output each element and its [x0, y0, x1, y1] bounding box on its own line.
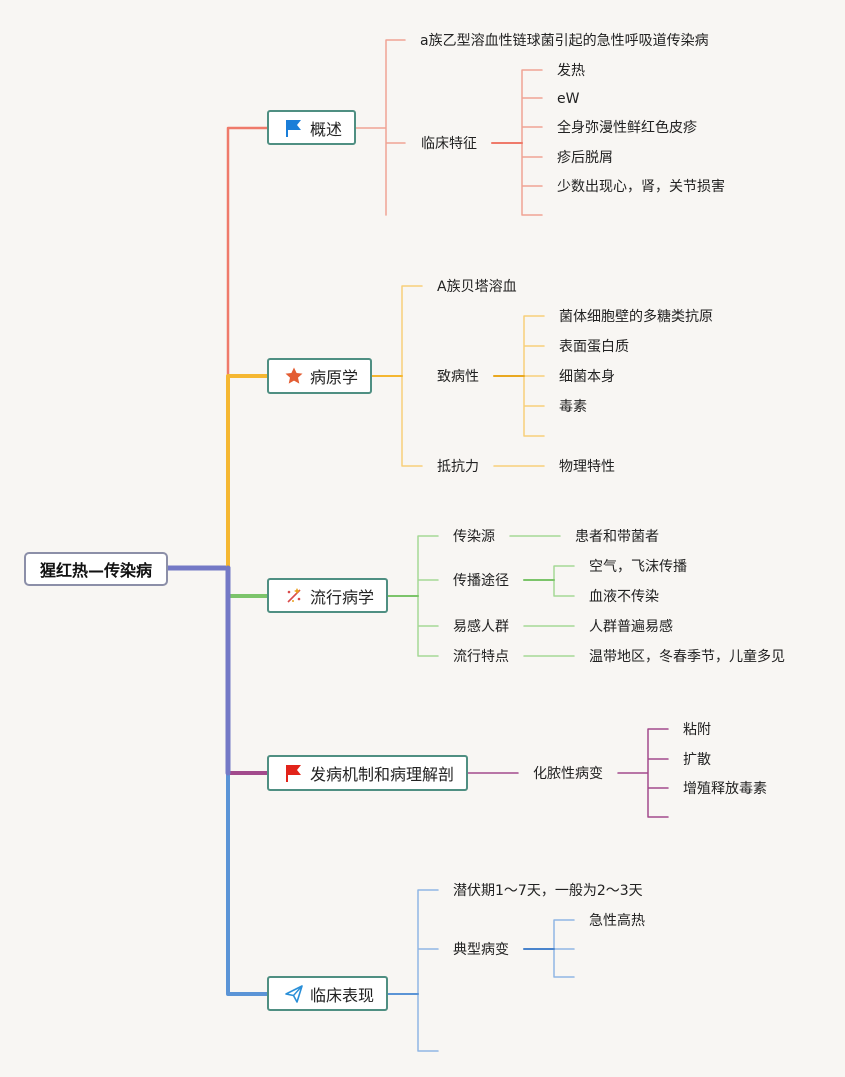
mechanism-lesion-item: 扩散: [683, 752, 711, 768]
clinical-typical-label: 典型病变: [453, 942, 509, 958]
branch-pathogen-label: 病原学: [310, 368, 359, 387]
pathogen-virulence-item: 毒素: [559, 399, 587, 415]
mechanism-lesion-lines: [617, 728, 669, 818]
sparkle-icon: [284, 586, 304, 606]
pathogen-species: A族贝塔溶血: [437, 279, 517, 295]
paper-plane-icon: [284, 984, 304, 1004]
overview-feature-item: eW: [557, 91, 580, 107]
root-label: 猩红热—传染病: [39, 561, 152, 580]
branch-pathogen[interactable]: 病原学: [267, 358, 372, 394]
mechanism-lesion-item: 粘附: [683, 722, 711, 738]
pathogen-virulence-label: 致病性: [437, 369, 479, 385]
trunk-mechanism: [226, 566, 269, 775]
pathogen-virulence-item: 表面蛋白质: [559, 339, 629, 355]
epidemiology-route-item: 血液不传染: [589, 589, 659, 605]
pathogen-virulence-item: 菌体细胞壁的多糖类抗原: [559, 309, 713, 325]
mechanism-lesion-label: 化脓性病变: [533, 766, 603, 782]
branch-mechanism-label: 发病机制和病理解剖: [310, 765, 455, 784]
pathogen-resistance-value: 物理特性: [559, 459, 615, 475]
epidemiology-route-item: 空气，飞沫传播: [589, 559, 687, 575]
branch-overview[interactable]: 概述: [267, 110, 356, 145]
overview-feature-item: 发热: [557, 63, 585, 79]
overview-features-label: 临床特征: [421, 136, 477, 152]
blue-flag-icon: [284, 118, 304, 138]
overview-definition: a族乙型溶血性链球菌引起的急性呼吸道传染病: [420, 33, 709, 49]
branch-overview-label: 概述: [310, 119, 343, 139]
branch-epidemiology-label: 流行病学: [310, 587, 375, 607]
clinical-incubation: 潜伏期1～7天，一般为2～3天: [453, 883, 643, 899]
trunk-pathogen: [226, 374, 269, 570]
overview-feature-item: 疹后脱屑: [557, 150, 613, 166]
red-flag-icon: [284, 763, 304, 783]
trunk-clinical: [226, 566, 269, 996]
epidemiology-susceptible-label: 易感人群: [453, 619, 509, 635]
mechanism-lesion-item: 增殖释放毒素: [683, 781, 767, 797]
overview-lines: [355, 39, 406, 216]
branch-mechanism[interactable]: 发病机制和病理解剖: [267, 755, 468, 791]
epidemiology-route-label: 传播途径: [453, 573, 509, 589]
root-node[interactable]: 猩红热—传染病: [24, 552, 168, 586]
branch-clinical-label: 临床表现: [310, 985, 375, 1005]
epidemiology-susceptible-value: 人群普遍易感: [589, 619, 673, 635]
branch-clinical[interactable]: 临床表现: [267, 976, 388, 1011]
pathogen-virulence-item: 细菌本身: [559, 369, 615, 385]
clinical-lines: [387, 889, 439, 1052]
branch-epidemiology[interactable]: 流行病学: [267, 578, 388, 613]
trunk-overview: [226, 126, 269, 570]
epidemiology-source-label: 传染源: [453, 529, 495, 545]
pathogen-resistance-label: 抵抗力: [437, 459, 479, 475]
overview-feature-item: 全身弥漫性鲜红色皮疹: [557, 120, 697, 136]
epidemiology-features-value: 温带地区，冬春季节，儿童多见: [589, 649, 785, 665]
epidemiology-source-value: 患者和带菌者: [575, 529, 659, 545]
star-icon: [284, 366, 304, 386]
overview-feature-item: 少数出现心，肾，关节损害: [557, 179, 725, 195]
clinical-typical-item: 急性高热: [589, 913, 645, 929]
epidemiology-features-label: 流行特点: [453, 649, 509, 665]
